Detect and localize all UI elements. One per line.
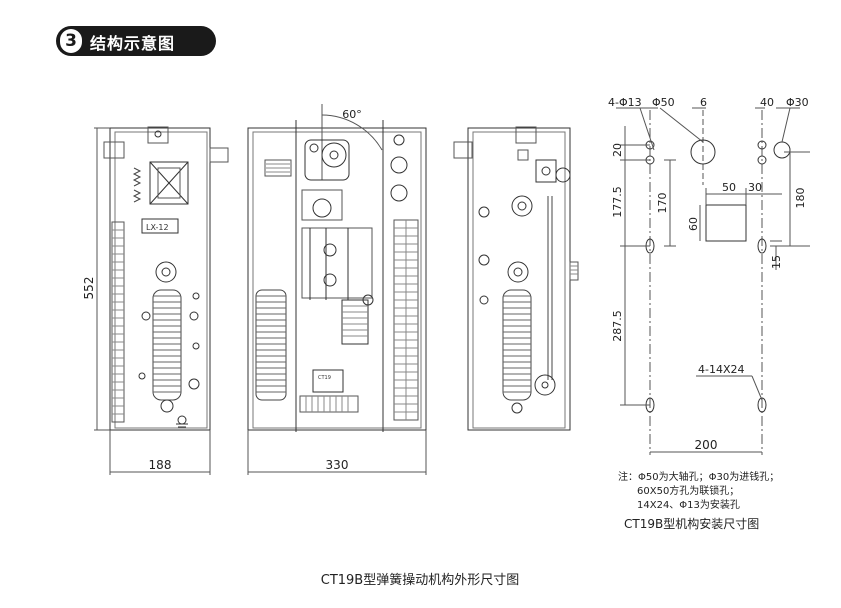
dim-188: 188 <box>149 458 172 472</box>
dim-170: 170 <box>656 193 669 214</box>
label-phi50: Φ50 <box>652 96 675 109</box>
dim-330: 330 <box>326 458 349 472</box>
section-header: 3 结构示意图 <box>56 26 216 56</box>
mounting-notes: 注：Φ50为大轴孔；Φ30为进钱孔； 60X50方孔为联锁孔； 14X24、Φ1… <box>618 470 779 531</box>
dim-30: 30 <box>748 181 762 194</box>
label-4-phi13: 4-Φ13 <box>608 96 642 109</box>
note-line-3: 14X24、Φ13为安装孔 <box>637 498 740 511</box>
nameplate-label: LX-12 <box>146 223 169 232</box>
label-40: 40 <box>760 96 774 109</box>
dim-552: 552 <box>82 277 96 300</box>
dim-20: 20 <box>611 143 624 157</box>
note-line-2: 60X50方孔为联锁孔； <box>637 484 739 497</box>
front-view: 60° CT19 <box>247 104 427 475</box>
dim-60: 60 <box>687 217 700 231</box>
front-plate-label: CT19 <box>318 375 331 381</box>
main-caption: CT19B型弹簧操动机构外形尺寸图 <box>321 572 519 588</box>
dim-15: 15 <box>770 255 783 269</box>
label-6: 6 <box>700 96 707 109</box>
angle-60: 60° <box>342 108 362 121</box>
dim-180: 180 <box>794 188 807 209</box>
mounting-diagram: 4-Φ13 Φ50 6 40 Φ30 20 177.5 287.5 170 50… <box>608 96 810 455</box>
mounting-caption: CT19B型机构安装尺寸图 <box>624 516 759 531</box>
dim-177-5: 177.5 <box>611 186 624 218</box>
section-number: 3 <box>60 29 82 53</box>
dim-200: 200 <box>695 438 718 452</box>
header-badge <box>56 26 216 56</box>
label-4-14x24: 4-14X24 <box>698 363 745 376</box>
section-title: 结构示意图 <box>90 34 176 53</box>
dim-50: 50 <box>722 181 736 194</box>
note-line-1: 注：Φ50为大轴孔；Φ30为进钱孔； <box>618 470 779 483</box>
label-phi30: Φ30 <box>786 96 809 109</box>
left-view: LX-12 552 188 <box>82 126 229 475</box>
right-view <box>453 126 579 431</box>
dim-287-5: 287.5 <box>611 310 624 342</box>
